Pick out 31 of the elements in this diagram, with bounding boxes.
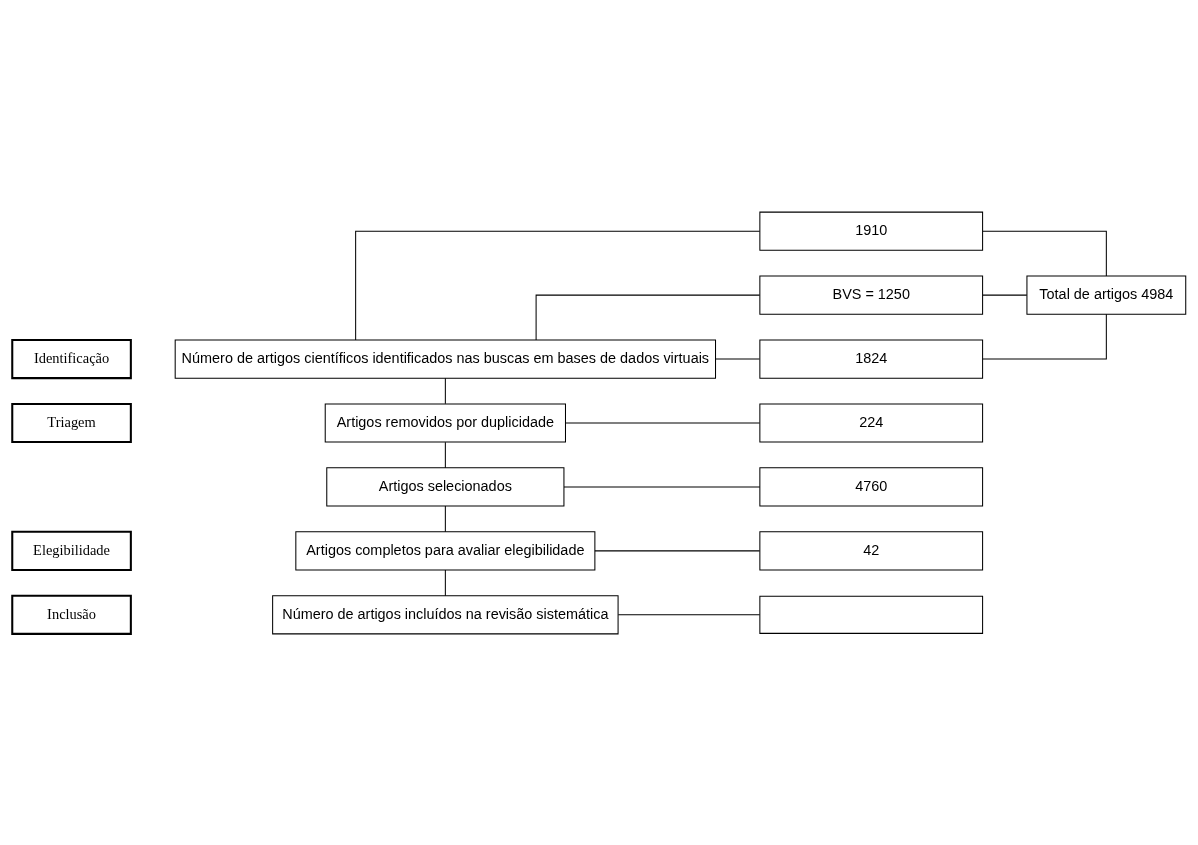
connector (355, 230, 761, 340)
node-box: Número de artigos científicos identificados nas buscas em bases de dados virtuais (174, 338, 717, 379)
node-box: 1910 (759, 211, 984, 251)
connector (565, 422, 761, 423)
node-box: Identificação (11, 338, 132, 379)
node-box: Artigos removidos por duplicidade (324, 402, 566, 443)
node-box: BVS = 1250 (759, 275, 984, 315)
connector (444, 441, 446, 468)
node-box: Triagem (11, 402, 132, 443)
connector (535, 294, 761, 340)
connector (594, 549, 761, 551)
node-box: Total de artigos 4984 (1026, 275, 1187, 315)
node-box: Artigos completos para avaliar elegibilidade (295, 530, 596, 570)
node-box: Inclusão (11, 594, 132, 635)
connector (444, 377, 446, 404)
node-box (759, 595, 984, 634)
node-box: 1824 (759, 338, 984, 379)
node-box: 224 (759, 402, 984, 443)
node-box: Artigos selecionados (326, 466, 565, 507)
node-box: Elegibilidade (11, 530, 132, 571)
connector (982, 313, 1107, 360)
connector (982, 230, 1107, 276)
connector (617, 613, 761, 615)
connector (444, 569, 446, 596)
connector (563, 485, 761, 487)
node-box: Número de artigos incluídos na revisão sistemática (272, 594, 619, 634)
connector (982, 294, 1028, 296)
node-box: 42 (759, 530, 984, 570)
connector (715, 358, 760, 360)
node-box: 4760 (759, 466, 984, 507)
connector (444, 505, 446, 532)
